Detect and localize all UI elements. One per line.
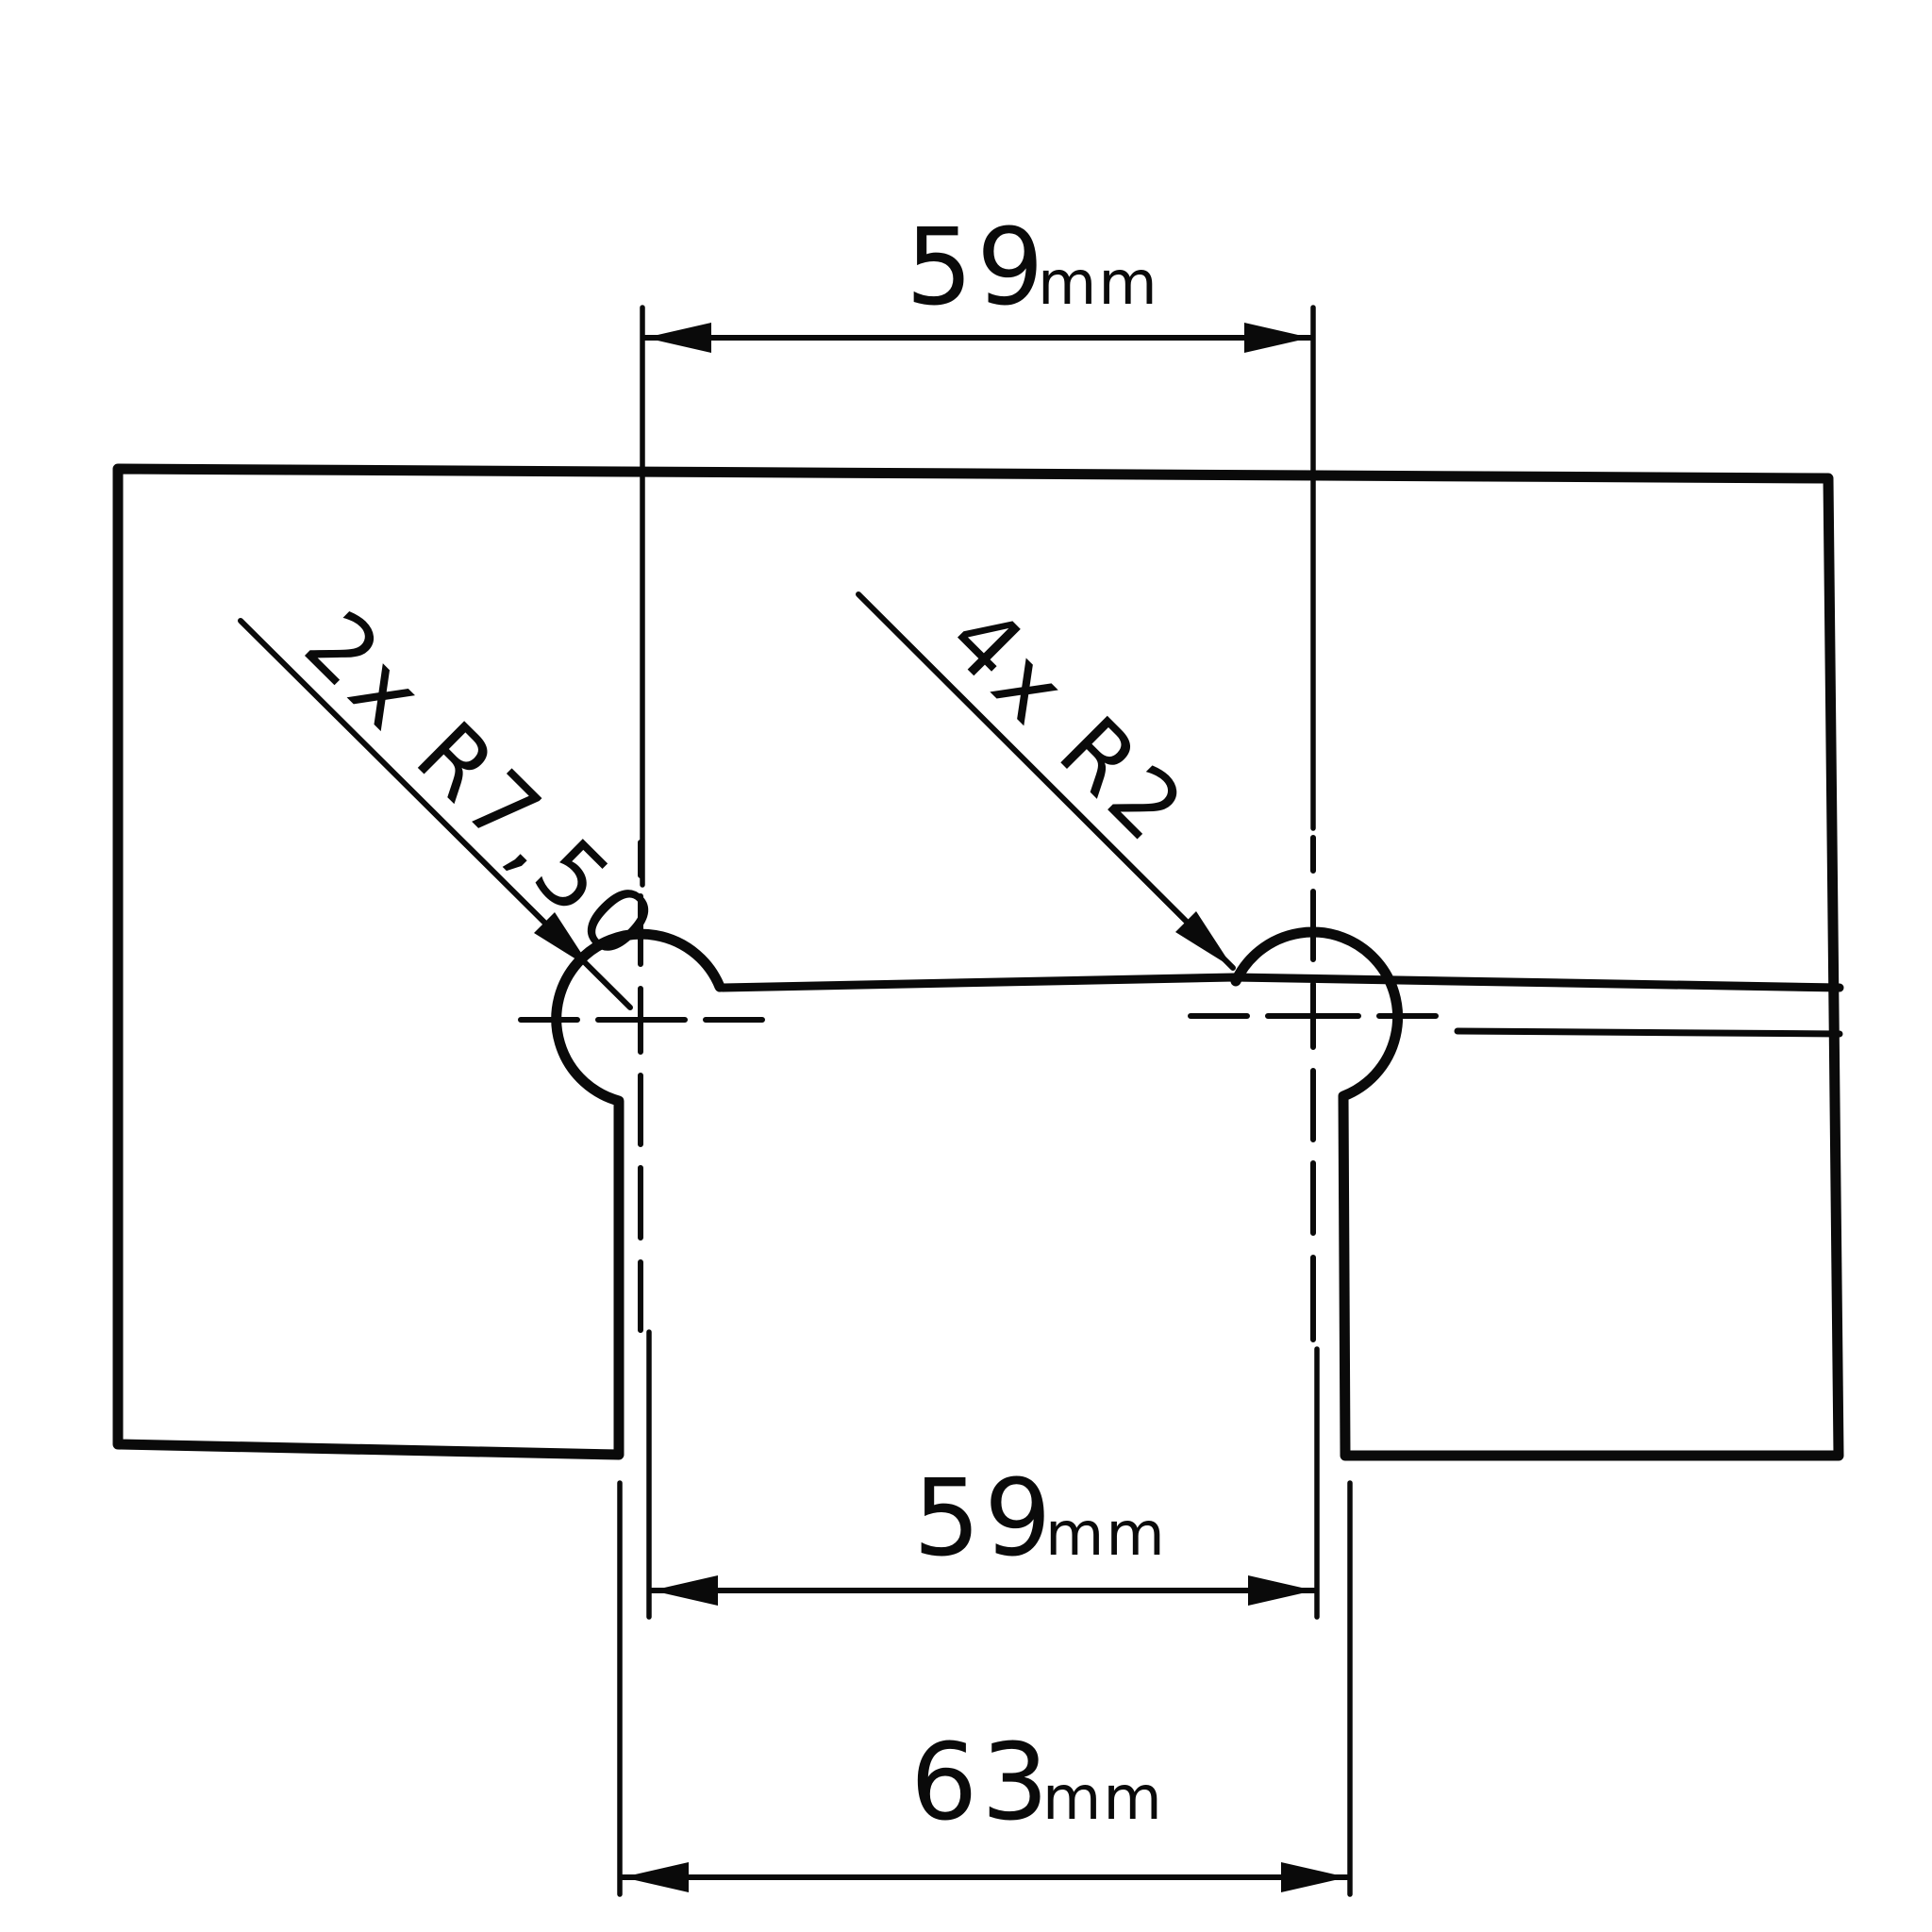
- callout-keyhole-radius: 2x R7,50: [238, 591, 678, 1010]
- dimension-top-arrow-left: [645, 323, 711, 353]
- dimension-bottom-63: 63 mm: [617, 1480, 1353, 1897]
- dimension-bottom-63-arrow-left: [623, 1862, 689, 1892]
- dimension-bottom-63-arrow-right: [1281, 1862, 1347, 1892]
- dimension-bottom-59-arrow-left: [652, 1575, 718, 1606]
- glass-panel-outline: [112, 463, 1844, 1461]
- dimension-top: 59 mm: [640, 207, 1316, 888]
- callout-fillet-arrow: [1175, 911, 1233, 968]
- slit-bottom-edge: [1454, 1027, 1843, 1038]
- callout-keyhole-arrow: [534, 912, 591, 969]
- callout-fillet-leader: [856, 591, 1236, 971]
- dimension-top-unit: mm: [1038, 249, 1159, 319]
- dimension-bottom-59: 59 mm: [646, 1329, 1320, 1620]
- dimension-bottom-63-value: 63: [910, 1722, 1053, 1844]
- dimension-top-value: 59: [906, 207, 1048, 329]
- dimension-bottom-59-unit: mm: [1045, 1500, 1167, 1570]
- callout-fillet-label: 4x R2: [928, 586, 1208, 865]
- right-keyhole-centerlines: [1188, 835, 1439, 1342]
- callout-fillet-radius: 4x R2: [856, 586, 1236, 971]
- callout-keyhole-label: 2x R7,50: [285, 591, 678, 983]
- dimension-top-arrow-right: [1244, 323, 1310, 353]
- slot-top-edge: [718, 973, 1844, 992]
- dimension-bottom-59-arrow-right: [1248, 1575, 1314, 1606]
- dimension-bottom-63-unit: mm: [1042, 1764, 1164, 1834]
- dimension-bottom-59-value: 59: [913, 1457, 1056, 1580]
